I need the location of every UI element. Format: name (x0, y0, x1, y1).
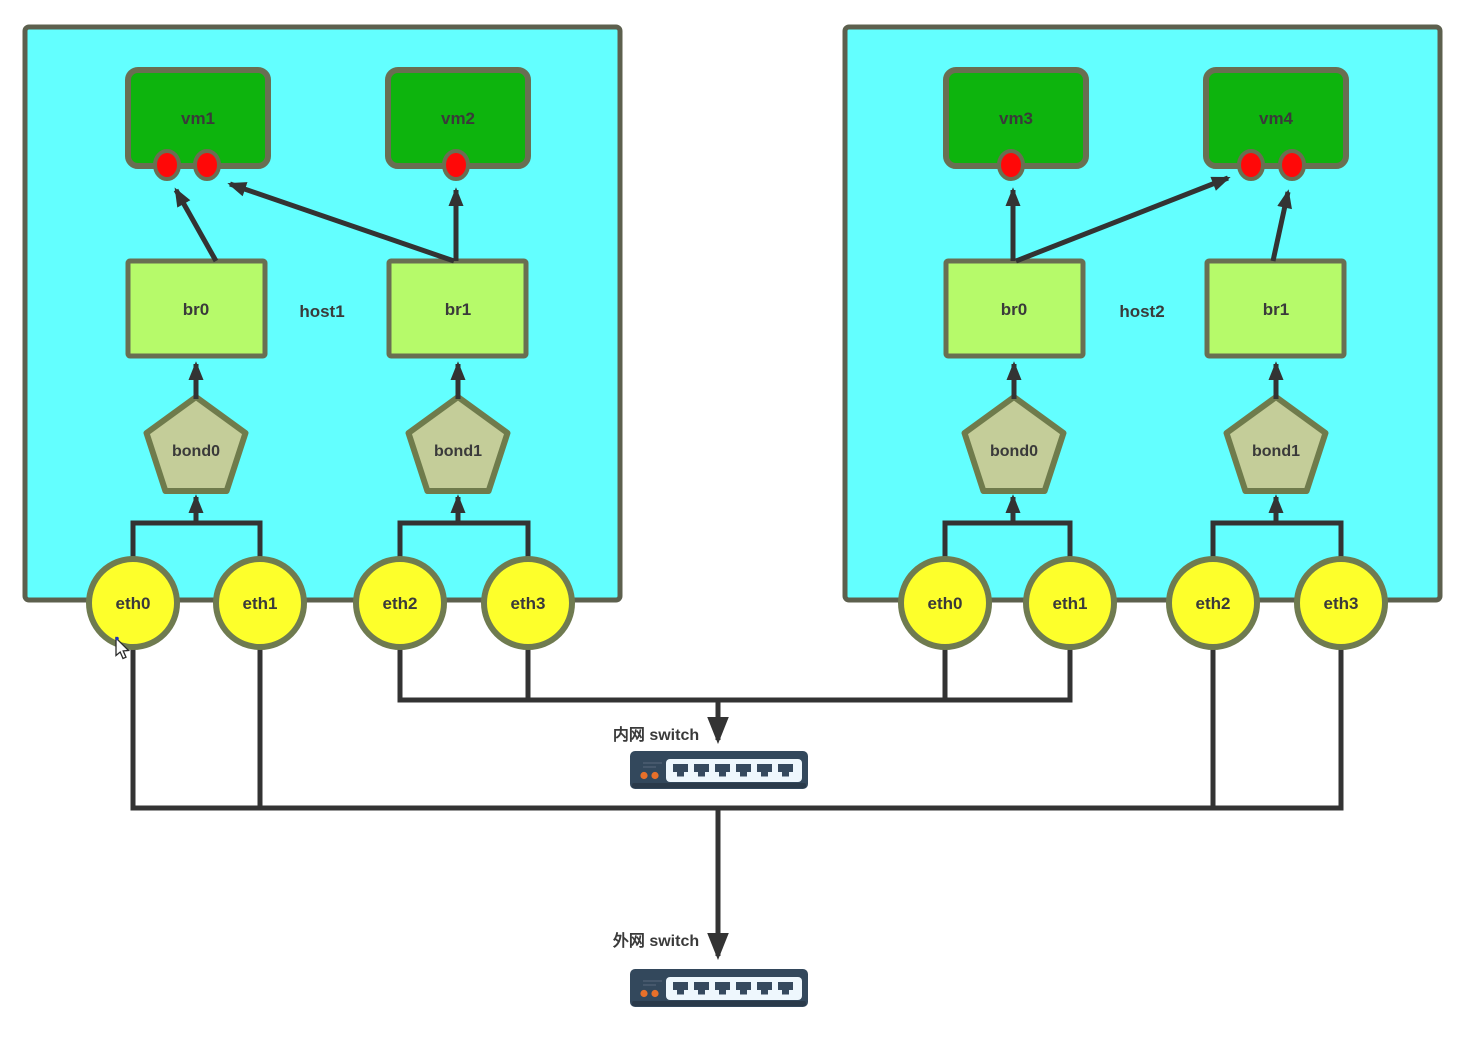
switch-bottom-band (632, 1001, 806, 1006)
cursor-click-dot (115, 636, 119, 641)
host2-eth3-label: eth3 (1324, 594, 1359, 613)
host2-link-br0-vm4 (1015, 175, 1231, 264)
host2-eth2-label: eth2 (1196, 594, 1231, 613)
host2-bond0-label: bond0 (990, 443, 1038, 460)
host1-br0-node[interactable] (125, 258, 268, 359)
external-wiring (130, 642, 1344, 961)
ethernet-port-icon (715, 764, 730, 777)
host1-bond0-label: bond0 (172, 443, 220, 460)
ethernet-port-icon (778, 982, 793, 995)
host1-vm1-port-dot-1 (153, 149, 181, 181)
host1-vm2-port-dot-1 (442, 149, 470, 181)
ethernet-port-icon (757, 764, 772, 777)
host1-eth1-label: eth1 (243, 594, 278, 613)
host2-eth3-node[interactable] (1294, 556, 1388, 650)
switch-ports (673, 764, 793, 777)
host1-br0-label: br0 (183, 300, 209, 319)
host1-group: vm1 vm2 br0 br1 host1 bond0 bond1 (22, 24, 623, 603)
host2-link-br1-vm4 (1270, 189, 1292, 262)
host1-vm2-label: vm2 (441, 109, 475, 128)
host1-eth0-label: eth0 (116, 594, 151, 613)
host2-vm4-port-dot-2 (1278, 149, 1306, 181)
mouse-cursor-icon (115, 636, 131, 660)
host2-eth1-label: eth1 (1053, 594, 1088, 613)
host1-bond0-node[interactable] (143, 394, 249, 494)
host2-vm4-node[interactable] (1203, 67, 1349, 169)
host2-eth0-node[interactable] (898, 556, 992, 650)
ethernet-port-icon (673, 764, 688, 777)
internal-switch-label: 内网 switch (613, 725, 699, 744)
host1-link-eth23-join (397, 520, 531, 578)
host1-link-br1-vm1 (227, 181, 455, 264)
host2-group: vm3 vm4 br0 br1 host2 bond0 bond1 (842, 24, 1443, 603)
bus-external (130, 642, 1344, 811)
ethernet-port-icon (694, 764, 709, 777)
ethernet-port-icon (778, 764, 793, 777)
switch-ports (673, 982, 793, 995)
host2-bond1-label: bond1 (1252, 443, 1300, 460)
ethernet-port-icon (694, 982, 709, 995)
host2-vm3-label: vm3 (999, 109, 1033, 128)
host2-br0-label: br0 (1001, 300, 1027, 319)
host1-br1-label: br1 (445, 300, 471, 319)
internal-switch-group: 内网 switch (613, 725, 808, 789)
switch-led (651, 989, 659, 998)
cursor-arrow (115, 636, 131, 660)
external-switch-label: 外网 switch (612, 931, 699, 950)
host2-eth2-node[interactable] (1166, 556, 1260, 650)
host2-vm4-label: vm4 (1259, 109, 1294, 128)
bus-internal (397, 642, 1073, 703)
host1-label: host1 (299, 302, 344, 321)
host1-eth2-node[interactable] (353, 556, 447, 650)
host2-eth1-node[interactable] (1023, 556, 1117, 650)
host1-bond1-label: bond1 (434, 443, 482, 460)
host1-link-br0-vm1 (173, 187, 219, 263)
external-switch-group: 外网 switch (612, 931, 808, 1007)
ethernet-port-icon (757, 982, 772, 995)
host1-eth2-label: eth2 (383, 594, 418, 613)
host2-label: host2 (1119, 302, 1164, 321)
switch-led (640, 989, 648, 998)
host1-vm1-label: vm1 (181, 109, 215, 128)
host2-bond1-node[interactable] (1223, 394, 1329, 494)
ethernet-port-icon (736, 982, 751, 995)
host1-eth1-node[interactable] (213, 556, 307, 650)
host1-eth3-label: eth3 (511, 594, 546, 613)
switch-led (651, 771, 659, 780)
external-switch-device[interactable] (630, 969, 808, 1007)
host2-vm3-port-dot-1 (997, 149, 1025, 181)
switch-led (640, 771, 648, 780)
host2-link-eth01-join (942, 520, 1073, 578)
nic-circles: eth0 eth1 eth2 eth3 eth0 eth1 eth2 eth3 (86, 556, 1388, 650)
host2-br1-label: br1 (1263, 300, 1289, 319)
ethernet-port-icon (715, 982, 730, 995)
host1-eth3-node[interactable] (481, 556, 575, 650)
host2-eth0-label: eth0 (928, 594, 963, 613)
ethernet-port-icon (736, 764, 751, 777)
host1-eth0-node[interactable] (86, 556, 180, 650)
internal-switch-device[interactable] (630, 751, 808, 789)
host1-vm1-port-dot-2 (193, 149, 221, 181)
ethernet-port-icon (673, 982, 688, 995)
host2-vm4-port-dot-1 (1237, 149, 1265, 181)
switch-bottom-band (632, 783, 806, 788)
host2-bond0-node[interactable] (961, 394, 1067, 494)
host1-bond1-node[interactable] (405, 394, 511, 494)
